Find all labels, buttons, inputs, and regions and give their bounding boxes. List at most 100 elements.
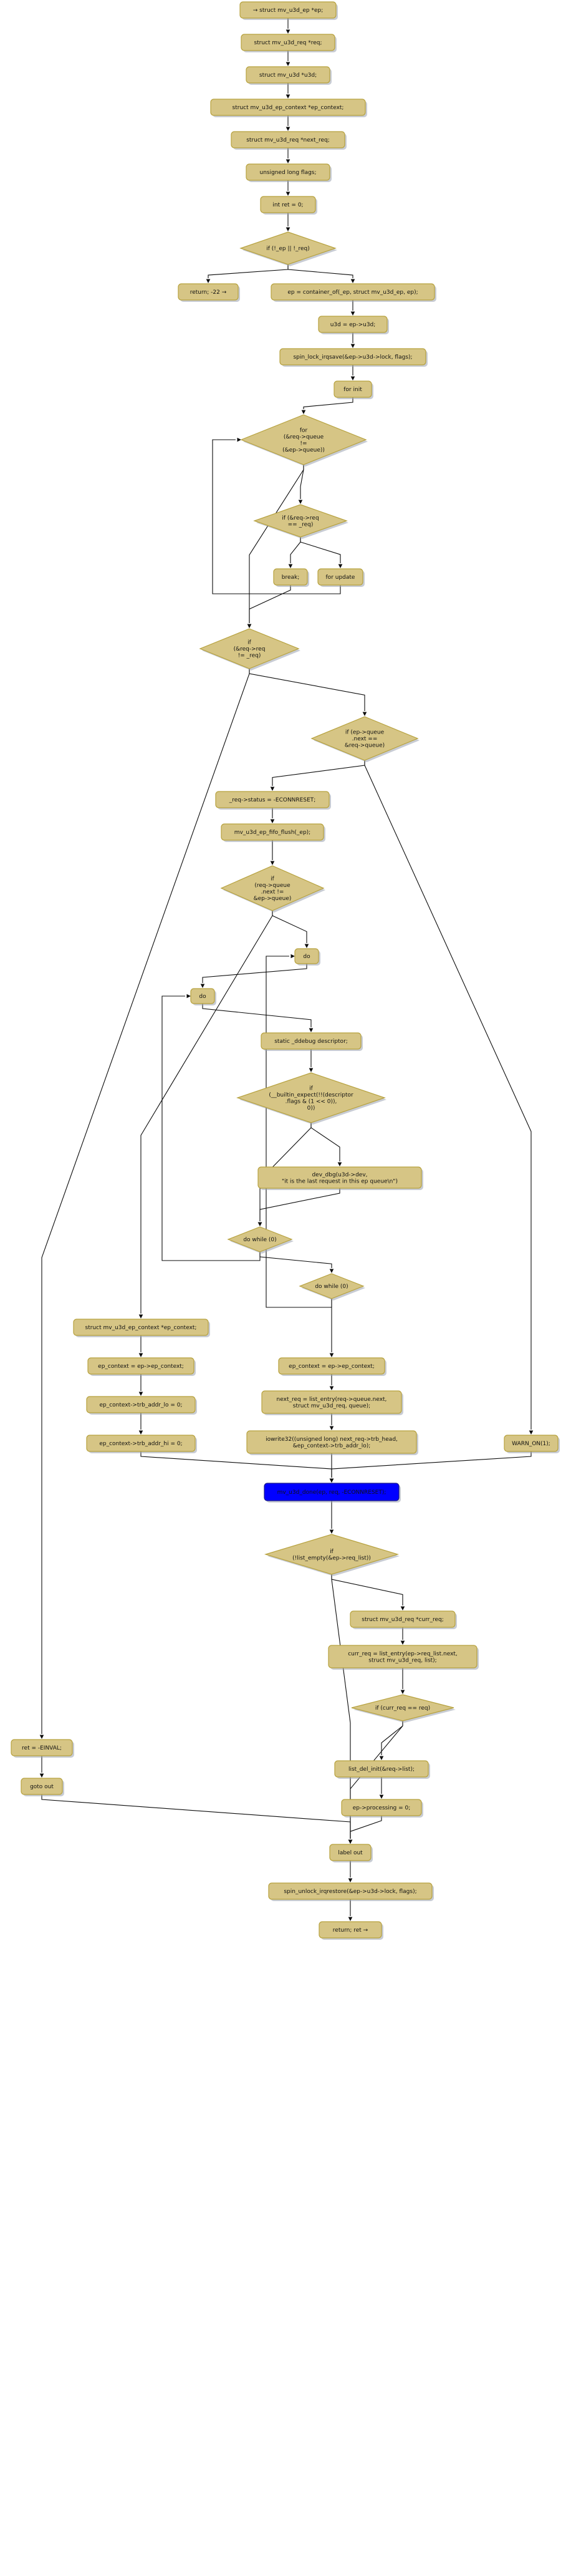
node-diamond[interactable] (351, 1694, 454, 1721)
node-box[interactable] (86, 1396, 196, 1413)
node-n41[interactable]: curr_req = list_entry(ep->req_list.next,… (328, 1645, 479, 1670)
node-n4[interactable]: struct mv_u3d_ep_context *ep_context; (210, 99, 367, 117)
node-box[interactable] (257, 1166, 422, 1189)
node-n29[interactable]: do while (0) (299, 1273, 365, 1300)
node-box[interactable] (246, 66, 330, 84)
node-box[interactable] (11, 1739, 73, 1756)
node-box[interactable] (21, 1778, 63, 1795)
node-n46[interactable]: goto out (21, 1778, 64, 1796)
node-n24[interactable]: do (190, 988, 216, 1005)
node-n44[interactable]: ep->processing = 0; (341, 1799, 423, 1818)
node-diamond[interactable] (220, 865, 325, 911)
node-n16[interactable]: break; (273, 568, 309, 587)
node-n3[interactable]: struct mv_u3d *u3d; (246, 66, 332, 85)
node-box[interactable] (86, 1435, 196, 1452)
node-box[interactable] (261, 1390, 402, 1414)
node-n17[interactable]: for update (317, 568, 365, 587)
node-n7[interactable]: int ret = 0; (260, 196, 317, 215)
node-n48[interactable]: spin_unlock_irqrestore(&ep->u3d->lock, f… (268, 1882, 434, 1901)
node-box[interactable] (350, 1610, 456, 1628)
node-box[interactable] (504, 1435, 559, 1452)
node-box[interactable] (190, 988, 215, 1004)
node-n18[interactable]: if(&req->req!= _req) (199, 628, 300, 671)
node-n11[interactable]: u3d = ep->u3d; (318, 316, 389, 334)
node-n47[interactable]: label out (329, 1844, 373, 1862)
node-n26[interactable]: if(__builtin_expect(!!(descriptor.flags … (236, 1072, 386, 1125)
node-n40[interactable]: struct mv_u3d_req *curr_req; (350, 1610, 457, 1629)
node-n2[interactable]: struct mv_u3d_req *req; (241, 34, 337, 52)
node-n15[interactable]: if (&req->req== _req) (253, 504, 348, 539)
node-n1[interactable]: → struct mv_u3d_ep *ep; (239, 1, 338, 20)
node-n42[interactable]: if (curr_req == req) (351, 1694, 456, 1723)
node-diamond[interactable] (236, 1072, 386, 1123)
node-box[interactable] (73, 1319, 209, 1336)
node-n27[interactable]: dev_dbg(u3d->dev,"it is the last request… (257, 1166, 423, 1190)
node-box[interactable] (241, 34, 335, 51)
node-diamond[interactable] (199, 628, 300, 669)
node-n20[interactable]: _req->status = -ECONNRESET; (215, 791, 331, 810)
node-box[interactable] (279, 348, 426, 366)
node-box[interactable] (178, 283, 239, 301)
node-diamond[interactable] (240, 414, 367, 465)
node-diamond[interactable] (299, 1273, 365, 1299)
node-box[interactable] (294, 948, 319, 964)
node-diamond[interactable] (264, 1534, 400, 1575)
node-box[interactable] (334, 1760, 429, 1778)
node-n21[interactable]: mv_u3d_ep_fifo_flush(_ep); (221, 823, 325, 842)
node-box[interactable] (221, 823, 324, 841)
node-n28[interactable]: do while (0) (227, 1226, 294, 1254)
node-n38[interactable]: mv_u3d_done(ep, req, -ECONNRESET); (264, 1483, 401, 1503)
node-n36[interactable]: iowrite32((unsigned long) next_req->trb_… (246, 1430, 418, 1455)
node-box[interactable] (333, 380, 372, 398)
node-n39[interactable]: if(!list_empty(&ep->req_list)) (264, 1534, 400, 1576)
node-n23[interactable]: do (294, 948, 320, 966)
node-n35[interactable]: next_req = list_entry(req->queue.next,st… (261, 1390, 403, 1415)
node-n37[interactable]: WARN_ON(1); (504, 1435, 560, 1453)
node-label: if (curr_req == req) (375, 1705, 430, 1712)
node-diamond[interactable] (310, 716, 419, 761)
node-box[interactable] (264, 1483, 400, 1501)
node-box[interactable] (317, 568, 363, 586)
node-n30[interactable]: struct mv_u3d_ep_context *ep_context; (73, 1319, 210, 1337)
node-n6[interactable]: unsigned long flags; (246, 163, 332, 182)
node-n43[interactable]: list_del_init(&req->list); (334, 1760, 430, 1779)
node-n22[interactable]: if(req->queue.next !=&ep->queue) (220, 865, 325, 913)
node-box[interactable] (278, 1357, 385, 1375)
node-n12[interactable]: spin_lock_irqsave(&ep->u3d->lock, flags)… (279, 348, 428, 367)
node-n10[interactable]: ep = container_of(_ep, struct mv_u3d_ep,… (271, 283, 436, 302)
node-box[interactable] (328, 1645, 477, 1668)
node-box[interactable] (329, 1844, 372, 1861)
node-n33[interactable]: ep_context->trb_addr_hi = 0; (86, 1435, 197, 1453)
node-box[interactable] (271, 283, 435, 301)
node-n49[interactable]: return; ret → (319, 1921, 383, 1940)
node-n13[interactable]: for init (333, 380, 373, 399)
node-box[interactable] (261, 1032, 362, 1050)
node-n5[interactable]: struct mv_u3d_req *next_req; (231, 131, 347, 150)
node-box[interactable] (246, 1430, 417, 1454)
edge-n28-n24 (161, 995, 261, 1261)
node-box[interactable] (215, 791, 330, 808)
node-diamond[interactable] (227, 1226, 293, 1252)
node-n19[interactable]: if (ep->queue.next ==&req->queue) (310, 716, 420, 762)
node-n31[interactable]: ep_context = ep->ep_context; (87, 1357, 196, 1376)
node-box[interactable] (231, 131, 345, 148)
node-box[interactable] (318, 316, 388, 333)
node-n32[interactable]: ep_context->trb_addr_lo = 0; (86, 1396, 197, 1415)
node-n25[interactable]: static _ddebug descriptor; (261, 1032, 363, 1051)
node-box[interactable] (341, 1799, 422, 1816)
node-diamond[interactable] (239, 231, 337, 265)
node-box[interactable] (210, 99, 366, 116)
node-box[interactable] (319, 1921, 382, 1939)
node-box[interactable] (87, 1357, 194, 1375)
node-n14[interactable]: for(&req->queue!=(&ep->queue)) (240, 414, 368, 467)
node-box[interactable] (273, 568, 308, 586)
node-n9[interactable]: return; -22 → (178, 283, 240, 302)
node-n34[interactable]: ep_context = ep->ep_context; (278, 1357, 386, 1376)
node-n8[interactable]: if (!_ep || !_req) (239, 231, 337, 266)
node-box[interactable] (246, 163, 330, 181)
node-box[interactable] (239, 1, 337, 19)
node-box[interactable] (268, 1882, 433, 1900)
node-box[interactable] (260, 196, 316, 213)
node-n45[interactable]: ret = -EINVAL; (11, 1739, 74, 1758)
node-diamond[interactable] (253, 504, 348, 538)
